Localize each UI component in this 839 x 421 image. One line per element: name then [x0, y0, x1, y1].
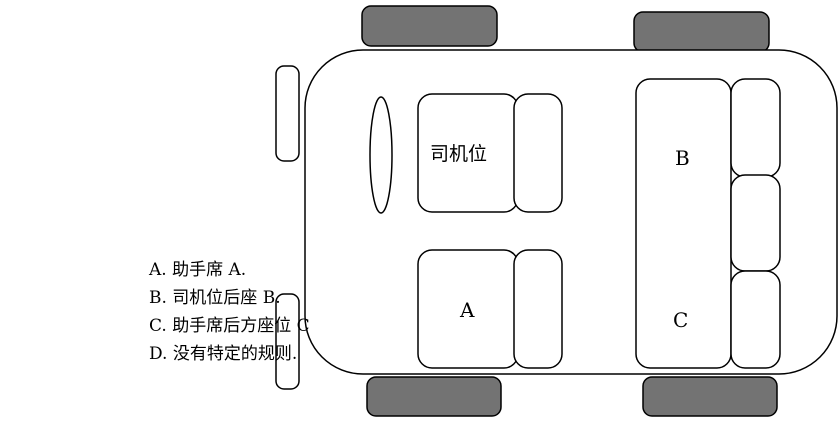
side-mirror-bottom: [275, 293, 300, 390]
wheel-top-right: [633, 11, 770, 53]
seat-c-label: C: [673, 308, 688, 332]
option-c[interactable]: C. 助手席后方座位 C: [149, 316, 310, 336]
seat-a-back: [513, 249, 563, 369]
side-mirror-top: [275, 65, 300, 162]
rear-backrest-bottom: [730, 270, 781, 369]
option-b[interactable]: B. 司机位后座 B.: [149, 288, 281, 308]
option-a[interactable]: A. 助手席 A.: [149, 260, 247, 280]
driver-seat-label: 司机位: [430, 143, 487, 165]
seat-a-label: A: [459, 298, 475, 322]
option-d[interactable]: D. 没有特定的规则.: [149, 344, 298, 364]
rear-backrest-middle: [730, 174, 781, 272]
wheel-bottom-left: [366, 376, 502, 417]
rear-backrest-top: [730, 78, 781, 178]
steering-wheel: [369, 96, 393, 214]
seat-b-label: B: [675, 146, 690, 170]
answer-options: A. 助手席 A. B. 司机位后座 B. C. 助手席后方座位 C D. 没有…: [149, 256, 310, 368]
wheel-top-left: [361, 5, 498, 47]
driver-seat-back: [513, 93, 563, 213]
wheel-bottom-right: [642, 376, 778, 417]
